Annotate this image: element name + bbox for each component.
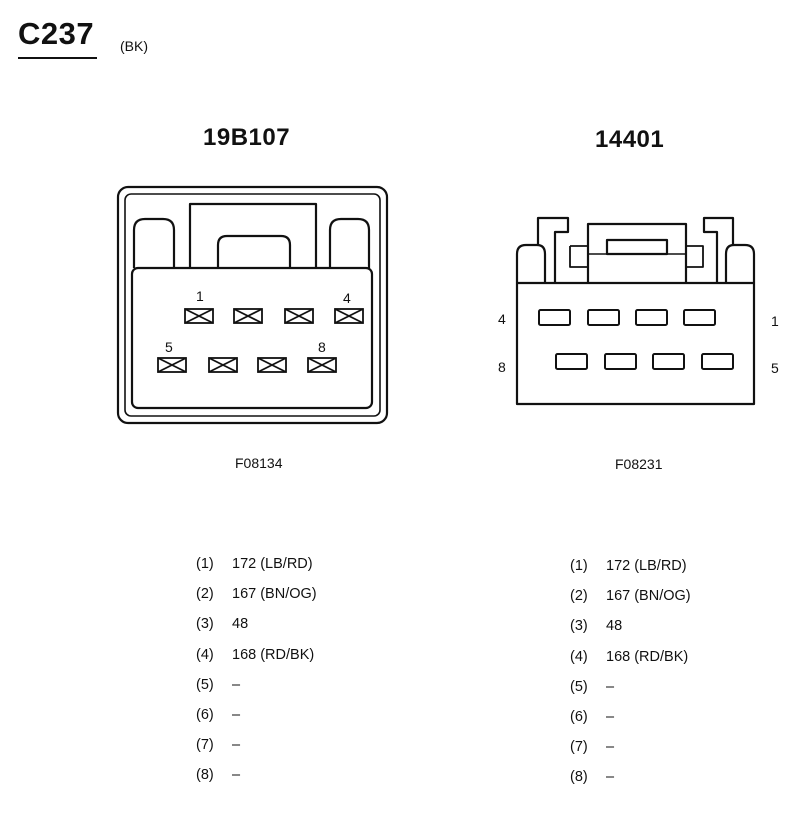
circuit-value: – bbox=[606, 739, 615, 756]
pinout-row: (1) 172 (LB/RD) bbox=[196, 556, 313, 572]
left-cavity-2 bbox=[233, 308, 263, 324]
circuit-value: – bbox=[232, 767, 241, 784]
right-connector-part-number: 14401 bbox=[595, 126, 665, 153]
left-pin-label-4: 4 bbox=[343, 290, 351, 306]
right-connector-left-clip bbox=[536, 216, 570, 283]
right-connector-body bbox=[515, 281, 756, 406]
left-pin-label-1: 1 bbox=[196, 288, 204, 304]
circuit-value: 48 bbox=[232, 616, 249, 633]
right-cavity-6 bbox=[652, 353, 685, 370]
pin-number: (3) bbox=[570, 618, 588, 635]
pin-number: (1) bbox=[570, 558, 588, 574]
right-connector-right-tower bbox=[724, 243, 756, 283]
left-connector-inner-housing bbox=[124, 193, 381, 417]
right-figure-code: F08231 bbox=[615, 456, 663, 472]
right-cavity-7 bbox=[604, 353, 637, 370]
left-cavity-1 bbox=[184, 308, 214, 324]
circuit-value: 172 (LB/RD) bbox=[232, 556, 313, 572]
right-cavity-3 bbox=[587, 309, 620, 326]
left-cavity-5 bbox=[157, 357, 187, 373]
pinout-row: (5) – bbox=[196, 677, 240, 693]
right-pin-label-8: 8 bbox=[498, 359, 506, 375]
pinout-row: (8) – bbox=[570, 769, 614, 785]
left-connector-right-tower bbox=[328, 217, 371, 268]
circuit-value: – bbox=[606, 678, 615, 695]
pin-number: (7) bbox=[196, 737, 214, 754]
left-connector-left-tower bbox=[132, 217, 176, 268]
pinout-row: (4) 168 (RD/BK) bbox=[196, 647, 314, 663]
circuit-value: 168 (RD/BK) bbox=[232, 646, 315, 663]
pin-number: (7) bbox=[570, 739, 588, 756]
pinout-row: (6) – bbox=[196, 707, 240, 723]
right-cavity-1 bbox=[683, 309, 716, 326]
right-pin-label-4: 4 bbox=[498, 311, 506, 327]
right-cavity-4 bbox=[538, 309, 571, 326]
pinout-row: (1) 172 (LB/RD) bbox=[570, 558, 687, 574]
right-pin-label-1: 1 bbox=[771, 313, 779, 329]
left-connector-latch bbox=[188, 202, 318, 268]
pinout-row: (3) 48 bbox=[570, 618, 622, 634]
right-connector-right-clip bbox=[702, 216, 735, 283]
right-connector-latch-tab bbox=[605, 238, 669, 256]
pin-number: (2) bbox=[570, 588, 588, 605]
left-cavity-6 bbox=[208, 357, 238, 373]
right-connector-left-tower bbox=[515, 243, 547, 283]
right-pin-label-5: 5 bbox=[771, 360, 779, 376]
pinout-row: (3) 48 bbox=[196, 616, 248, 632]
pin-number: (4) bbox=[570, 648, 588, 665]
pinout-row: (5) – bbox=[570, 679, 614, 695]
pin-number: (8) bbox=[570, 769, 588, 786]
left-cavity-7 bbox=[257, 357, 287, 373]
pin-number: (4) bbox=[196, 646, 214, 663]
circuit-value: 168 (RD/BK) bbox=[606, 648, 689, 665]
title-underline bbox=[18, 57, 97, 59]
pinout-row: (4) 168 (RD/BK) bbox=[570, 649, 688, 665]
circuit-value: 167 (BN/OG) bbox=[232, 586, 317, 603]
left-cavity-8 bbox=[307, 357, 337, 373]
pin-number: (8) bbox=[196, 767, 214, 784]
circuit-value: 48 bbox=[606, 618, 623, 635]
left-pin-label-8: 8 bbox=[318, 339, 326, 355]
right-cavity-5 bbox=[701, 353, 734, 370]
pin-number: (5) bbox=[570, 678, 588, 695]
left-connector-latch-tab bbox=[216, 234, 292, 268]
right-cavity-8 bbox=[555, 353, 588, 370]
left-connector-pin-face bbox=[130, 266, 374, 410]
circuit-value: – bbox=[232, 707, 241, 723]
pinout-row: (2) 167 (BN/OG) bbox=[570, 588, 691, 604]
left-connector-outer-housing bbox=[116, 185, 389, 425]
left-figure-code: F08134 bbox=[235, 455, 283, 471]
left-pin-label-5: 5 bbox=[165, 339, 173, 355]
circuit-value: – bbox=[232, 737, 241, 754]
pinout-row: (8) – bbox=[196, 767, 240, 783]
circuit-value: 167 (BN/OG) bbox=[606, 588, 691, 605]
circuit-value: 172 (LB/RD) bbox=[606, 558, 687, 574]
pin-number: (3) bbox=[196, 616, 214, 633]
pin-number: (5) bbox=[196, 676, 214, 693]
circuit-value: – bbox=[232, 676, 241, 693]
pinout-row: (6) – bbox=[570, 709, 614, 725]
connector-title: C237 bbox=[18, 16, 95, 51]
connector-color-code: (BK) bbox=[120, 38, 148, 54]
left-cavity-4 bbox=[334, 308, 364, 324]
pinout-row: (7) – bbox=[196, 737, 240, 753]
circuit-value: – bbox=[606, 769, 615, 786]
left-cavity-3 bbox=[284, 308, 314, 324]
right-cavity-2 bbox=[635, 309, 668, 326]
pinout-row: (7) – bbox=[570, 739, 614, 755]
pin-number: (6) bbox=[570, 709, 588, 725]
left-connector-part-number: 19B107 bbox=[203, 124, 291, 151]
circuit-value: – bbox=[606, 709, 615, 725]
pin-number: (6) bbox=[196, 707, 214, 723]
pinout-row: (2) 167 (BN/OG) bbox=[196, 586, 317, 602]
pin-number: (1) bbox=[196, 556, 214, 572]
pin-number: (2) bbox=[196, 586, 214, 603]
